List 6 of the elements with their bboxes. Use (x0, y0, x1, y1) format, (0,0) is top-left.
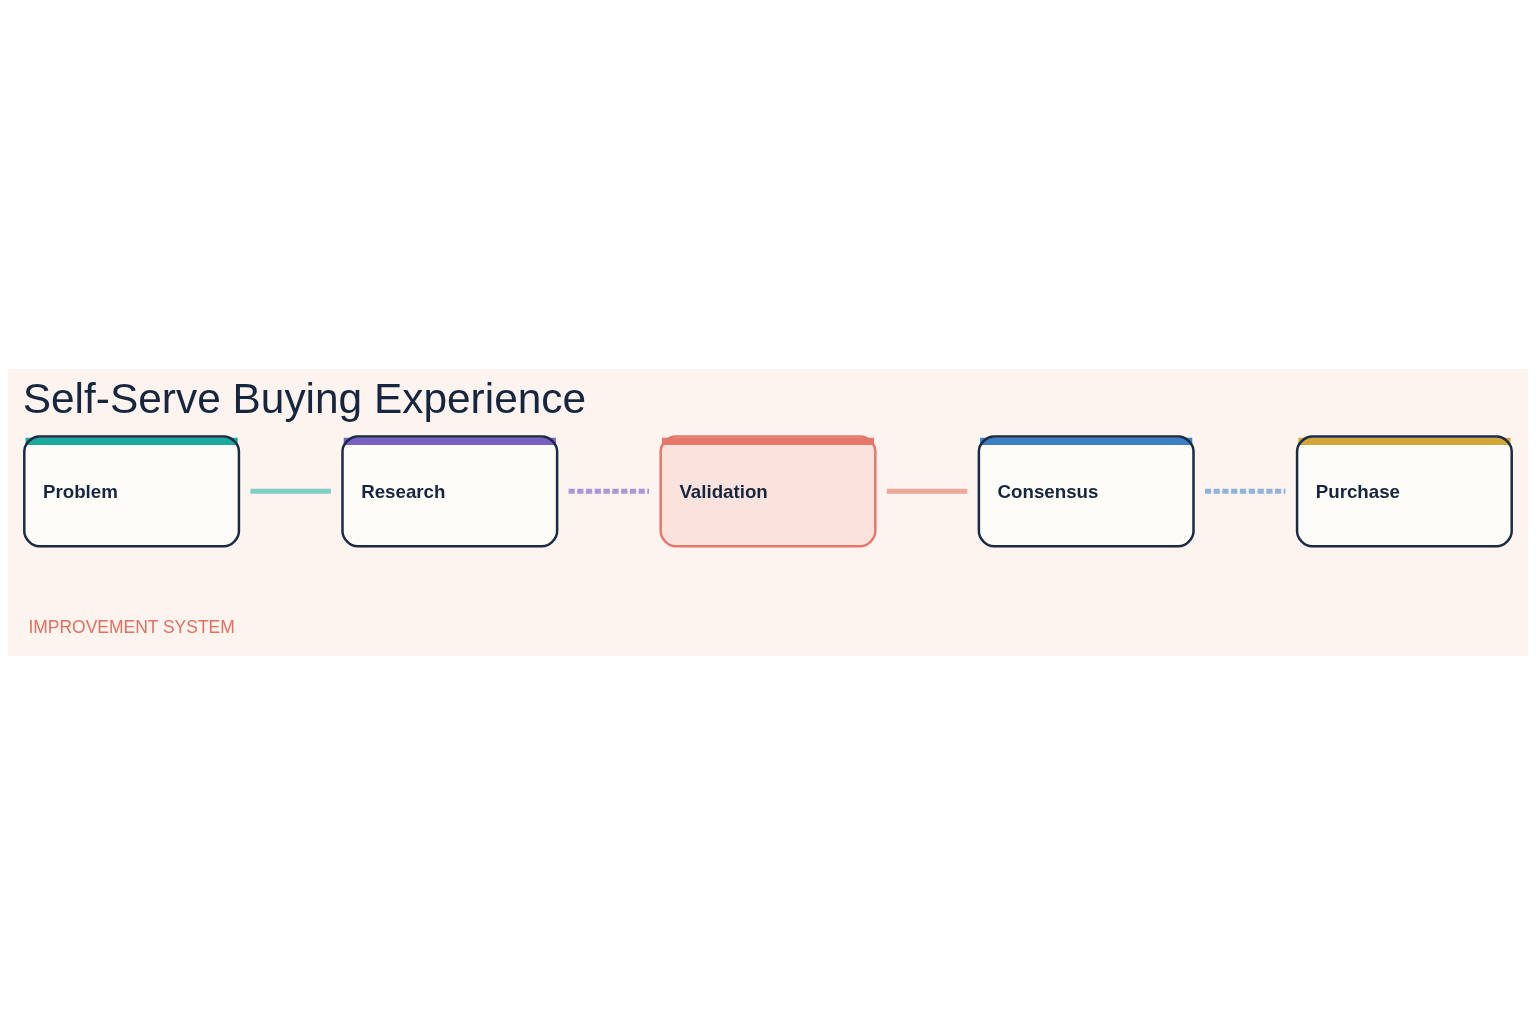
connector (568, 488, 650, 494)
diagram-title: Self-Serve Buying Experience (22, 374, 587, 422)
connector (886, 488, 968, 494)
connector (250, 488, 331, 494)
label: IMPROVEMENT SYSTEM (28, 616, 235, 637)
connector (1205, 488, 1286, 494)
